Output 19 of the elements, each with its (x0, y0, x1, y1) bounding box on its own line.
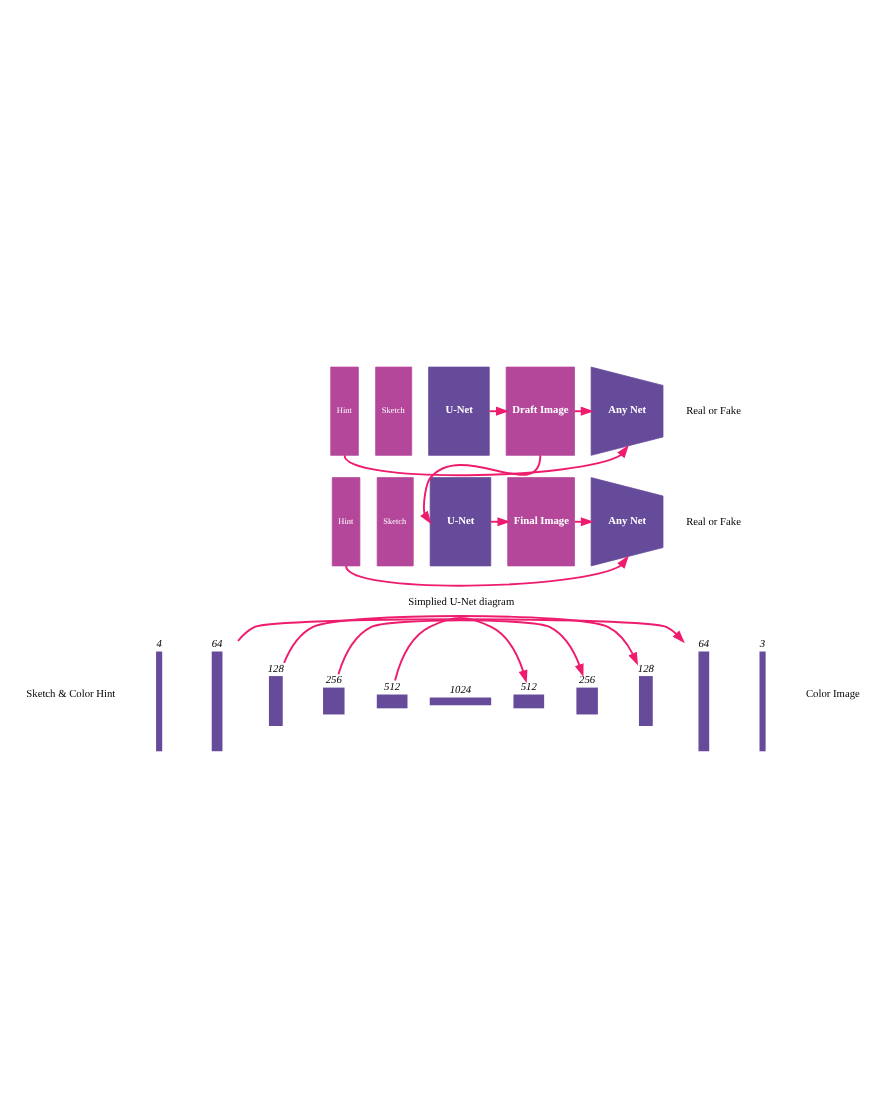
arrow (337, 619, 584, 678)
node-box (759, 651, 766, 752)
arrow (345, 555, 629, 587)
node-box (376, 694, 408, 709)
arrow (343, 445, 629, 477)
node-box (698, 651, 710, 752)
arrow (237, 618, 685, 644)
arrow (283, 615, 639, 666)
node-box (156, 651, 163, 752)
node-box (268, 676, 283, 726)
node-box (429, 697, 492, 706)
node-box (576, 687, 598, 715)
node-box (513, 694, 545, 709)
node-box (211, 651, 223, 752)
arrow (394, 616, 528, 684)
arrow (488, 406, 510, 416)
node-box (323, 687, 345, 715)
node-box (638, 676, 653, 726)
arrow (573, 517, 594, 527)
